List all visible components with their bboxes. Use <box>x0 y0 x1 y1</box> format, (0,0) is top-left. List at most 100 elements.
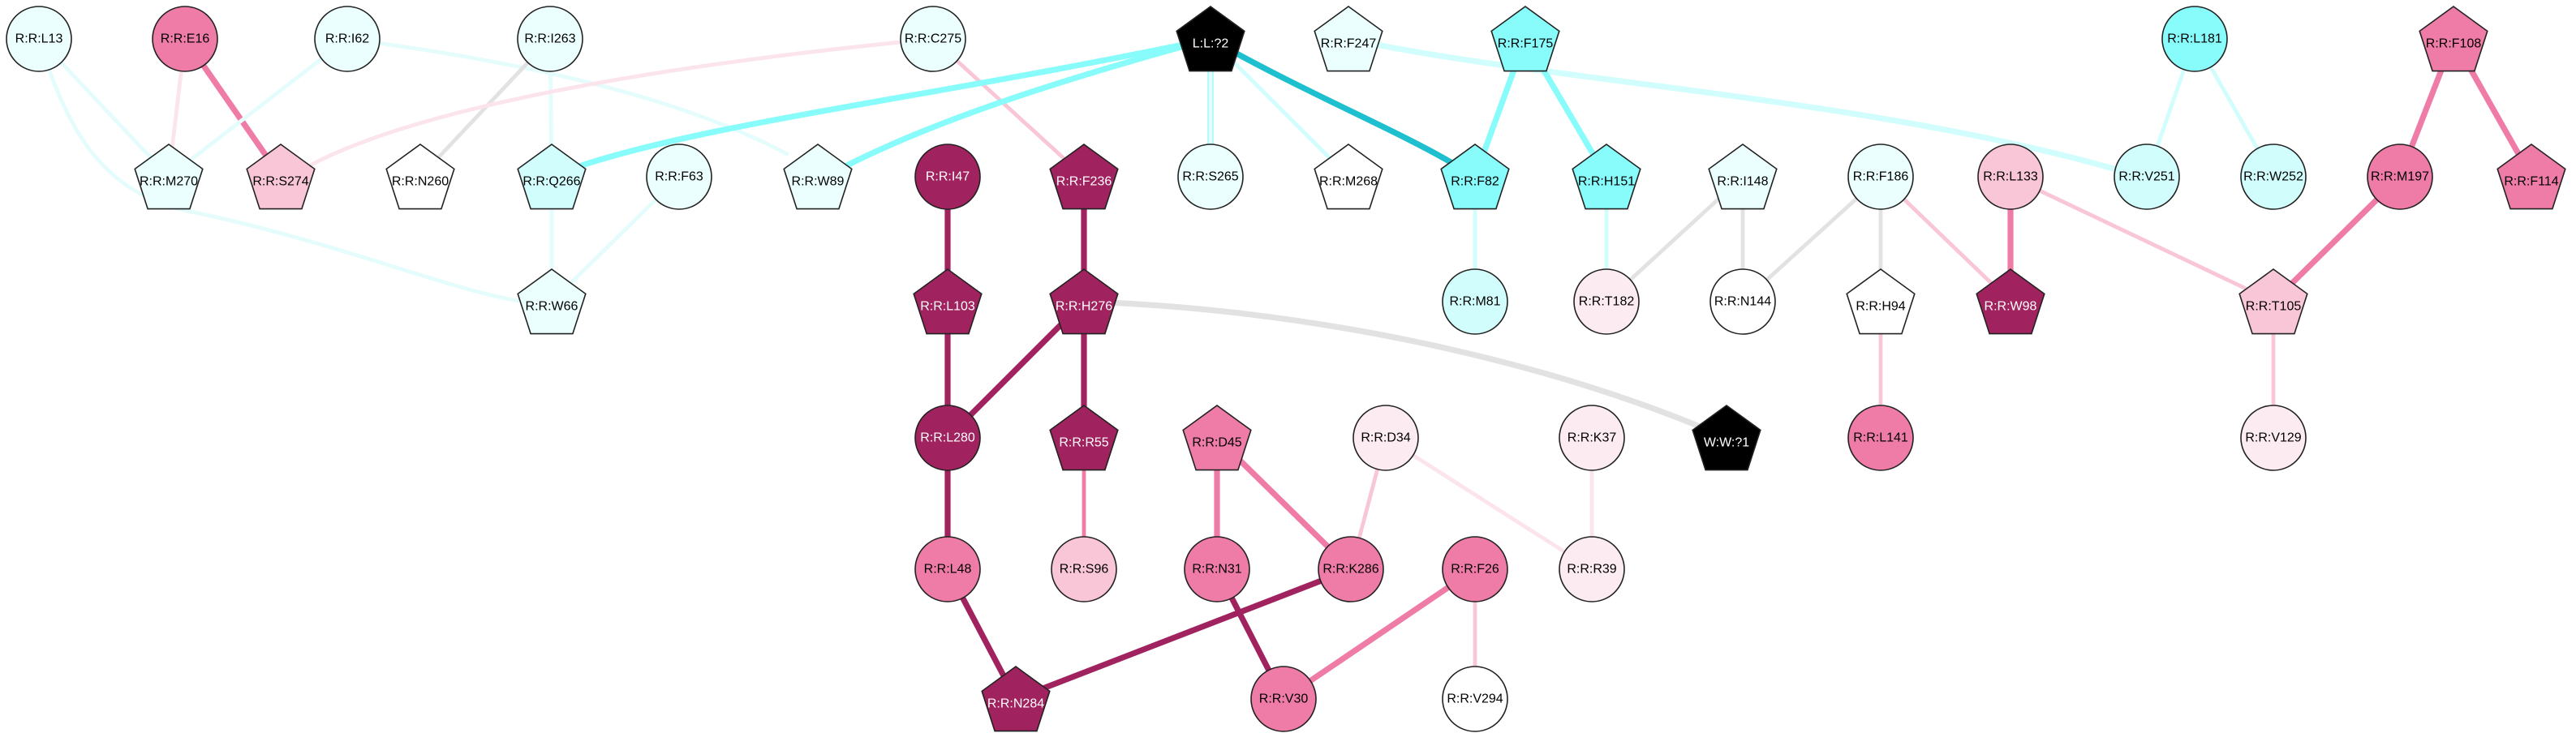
node-f63[interactable]: R:R:F63 <box>646 144 712 210</box>
pentagon-node-shape <box>134 144 204 210</box>
node-s274[interactable]: R:R:S274 <box>246 144 316 210</box>
node-k286[interactable]: R:R:K286 <box>1318 536 1384 602</box>
circle-node-shape <box>314 6 381 72</box>
node-label: R:R:V294 <box>1447 692 1503 706</box>
circle-node-shape <box>1442 666 1508 732</box>
pentagon-node-shape <box>1176 6 1245 72</box>
node-w98[interactable]: R:R:W98 <box>1976 268 2045 335</box>
node-h94[interactable]: R:R:H94 <box>1846 268 1916 335</box>
node-layer: R:R:L13 R:R:E16 R:R:I62 R:R:I263 R:R:C275 L:L… <box>6 6 2566 732</box>
node-label: R:R:C275 <box>905 32 961 46</box>
circle-node-shape <box>2240 144 2307 210</box>
node-l141[interactable]: R:R:L141 <box>1847 405 1914 471</box>
node-f175[interactable]: R:R:F175 <box>1490 6 1560 72</box>
node-f114[interactable]: R:R:F114 <box>2496 144 2566 210</box>
circle-node-shape <box>1250 666 1317 732</box>
node-label: R:R:F63 <box>655 170 703 184</box>
node-i47[interactable]: R:R:I47 <box>914 144 981 210</box>
node-label: R:R:D34 <box>1361 431 1410 445</box>
node-label: R:R:N284 <box>987 697 1044 711</box>
circle-node-shape <box>517 6 583 72</box>
circle-node-shape <box>1573 268 1640 335</box>
node-i148[interactable]: R:R:I148 <box>1708 144 1778 210</box>
node-f186[interactable]: R:R:F186 <box>1847 144 1914 210</box>
node-m268[interactable]: R:R:M268 <box>1314 144 1383 210</box>
node-s96[interactable]: R:R:S96 <box>1051 536 1117 602</box>
edge-ll2-q266 <box>576 36 1214 169</box>
node-f108[interactable]: R:R:F108 <box>2419 6 2488 72</box>
node-label: R:R:W98 <box>1985 300 2037 314</box>
circle-node-shape <box>2367 144 2433 210</box>
node-f26[interactable]: R:R:F26 <box>1442 536 1508 602</box>
edge-h276-ww1 <box>1081 298 1730 441</box>
node-l103[interactable]: R:R:L103 <box>913 268 983 335</box>
node-m197[interactable]: R:R:M197 <box>2367 144 2433 210</box>
node-d45[interactable]: R:R:D45 <box>1182 405 1252 471</box>
node-m81[interactable]: R:R:M81 <box>1442 268 1508 335</box>
node-d34[interactable]: R:R:D34 <box>1353 405 1419 471</box>
node-k37[interactable]: R:R:K37 <box>1559 405 1625 471</box>
node-label: R:R:F186 <box>1853 170 1909 184</box>
circle-node-shape <box>1353 405 1419 471</box>
node-q266[interactable]: R:R:Q266 <box>517 144 587 210</box>
edge-ll2-w89 <box>842 36 1214 169</box>
node-e16[interactable]: R:R:E16 <box>152 6 218 72</box>
node-label: R:R:L141 <box>1853 431 1908 445</box>
pentagon-node-shape <box>1440 144 1510 210</box>
node-l48[interactable]: R:R:L48 <box>914 536 981 602</box>
edge-layer <box>37 36 2535 702</box>
node-n284[interactable]: R:R:N284 <box>981 666 1051 732</box>
node-v294[interactable]: R:R:V294 <box>1442 666 1508 732</box>
node-h151[interactable]: R:R:H151 <box>1572 144 1641 210</box>
node-l181[interactable]: R:R:L181 <box>2161 6 2228 72</box>
pentagon-node-shape <box>783 144 853 210</box>
node-label: R:R:N31 <box>1192 563 1241 577</box>
node-f236[interactable]: R:R:F236 <box>1049 144 1119 210</box>
node-i263[interactable]: R:R:I263 <box>517 6 583 72</box>
node-label: R:R:I148 <box>1717 175 1768 189</box>
node-h276[interactable]: R:R:H276 <box>1049 268 1119 335</box>
circle-node-shape <box>1847 405 1914 471</box>
node-s265[interactable]: R:R:S265 <box>1177 144 1244 210</box>
node-n260[interactable]: R:R:N260 <box>385 144 455 210</box>
node-w89[interactable]: R:R:W89 <box>783 144 853 210</box>
edge-k286-n284 <box>1013 566 1354 702</box>
node-label: R:R:H276 <box>1056 300 1112 314</box>
node-label: R:R:M81 <box>1449 295 1500 309</box>
node-f247[interactable]: R:R:F247 <box>1314 6 1383 72</box>
node-n31[interactable]: R:R:N31 <box>1184 536 1250 602</box>
pentagon-node-shape <box>385 144 455 210</box>
node-n144[interactable]: R:R:N144 <box>1709 268 1776 335</box>
node-label: R:R:L133 <box>1983 170 2038 184</box>
edge-l133-t105 <box>2008 174 2276 304</box>
node-i62[interactable]: R:R:I62 <box>314 6 381 72</box>
node-f82[interactable]: R:R:F82 <box>1440 144 1510 210</box>
node-ww1[interactable]: W:W:?1 <box>1692 405 1761 471</box>
edge-f26-v30 <box>1280 566 1478 702</box>
node-l13[interactable]: R:R:L13 <box>6 6 72 72</box>
node-v30[interactable]: R:R:V30 <box>1250 666 1317 732</box>
node-label: R:R:F175 <box>1498 37 1554 51</box>
node-t105[interactable]: R:R:T105 <box>2238 268 2308 335</box>
node-r39[interactable]: R:R:R39 <box>1559 536 1625 602</box>
node-label: R:R:M197 <box>2371 170 2429 184</box>
node-l280[interactable]: R:R:L280 <box>914 405 981 471</box>
node-label: R:R:W66 <box>526 300 578 314</box>
node-r55[interactable]: R:R:R55 <box>1049 405 1119 471</box>
node-w66[interactable]: R:R:W66 <box>517 268 587 335</box>
node-v251[interactable]: R:R:V251 <box>2114 144 2180 210</box>
node-l133[interactable]: R:R:L133 <box>1977 144 2044 210</box>
node-t182[interactable]: R:R:T182 <box>1573 268 1640 335</box>
pentagon-node-shape <box>981 666 1051 732</box>
node-label: R:R:L103 <box>920 300 975 314</box>
node-v129[interactable]: R:R:V129 <box>2240 405 2307 471</box>
node-c275[interactable]: R:R:C275 <box>900 6 966 72</box>
pentagon-node-shape <box>1708 144 1778 210</box>
node-ll2[interactable]: L:L:?2 <box>1176 6 1245 72</box>
pentagon-node-shape <box>2238 268 2308 335</box>
node-label: R:R:T105 <box>2246 300 2302 314</box>
node-w252[interactable]: R:R:W252 <box>2240 144 2307 210</box>
node-m270[interactable]: R:R:M270 <box>134 144 204 210</box>
pentagon-node-shape <box>1692 405 1761 471</box>
